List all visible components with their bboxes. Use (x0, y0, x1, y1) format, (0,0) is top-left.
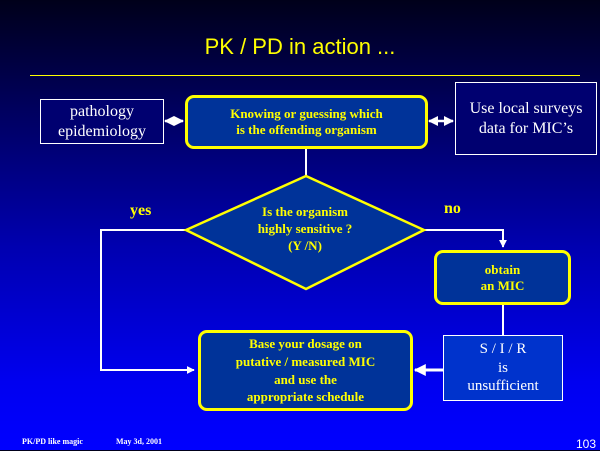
knowing-box: Knowing or guessing which is the offendi… (185, 95, 428, 149)
decision-line-1: Is the organism (262, 204, 348, 219)
knowing-line-1: Knowing or guessing which (230, 106, 383, 122)
dosage-line-2: putative / measured MIC (235, 353, 376, 369)
footer-date: May 3d, 2001 (116, 437, 162, 446)
footer-title: PK/PD like magic (22, 437, 83, 446)
pathology-line-1: pathology (70, 103, 134, 121)
obtain-line-2: an MIC (480, 277, 525, 293)
sir-line-3: unsufficient (467, 378, 539, 395)
dosage-box: Base your dosage on putative / measured … (198, 330, 413, 411)
obtain-mic-box: obtain an MIC (434, 250, 571, 305)
dosage-line-3: and use the (274, 371, 337, 387)
decision-line-2: highly sensitive ? (257, 220, 353, 236)
edge-no (424, 229, 507, 248)
sir-line-2: is (497, 359, 508, 376)
yes-label: yes (130, 202, 152, 219)
knowing-line-2: is the offending organism (236, 122, 377, 137)
pathology-line-2: epidemiology (58, 122, 146, 140)
title-rule (30, 75, 580, 76)
decision-text: Is the organism highly sensitive ? (Y /N… (205, 204, 405, 255)
surveys-line-2: data for MIC’s (478, 119, 574, 137)
decision-line-3: (Y /N) (288, 237, 322, 253)
edge-yes (100, 229, 195, 374)
dosage-line-4: appropriate schedule (246, 389, 365, 405)
dosage-line-1: Base your dosage on (249, 336, 362, 352)
surveys-line-1: Use local surveys (469, 100, 583, 118)
obtain-line-1: obtain (484, 261, 521, 277)
local-surveys-box: Use local surveys data for MIC’s (455, 82, 597, 155)
sir-box: S / I / R is unsufficient (443, 335, 563, 401)
no-label: no (444, 200, 461, 217)
sir-line-1: S / I / R (479, 340, 527, 357)
decision-diamond (183, 174, 427, 291)
slide-title: PK / PD in action ... (204, 34, 396, 59)
pathology-box: pathology epidemiology (40, 99, 164, 144)
page-number: 103 (576, 437, 597, 451)
